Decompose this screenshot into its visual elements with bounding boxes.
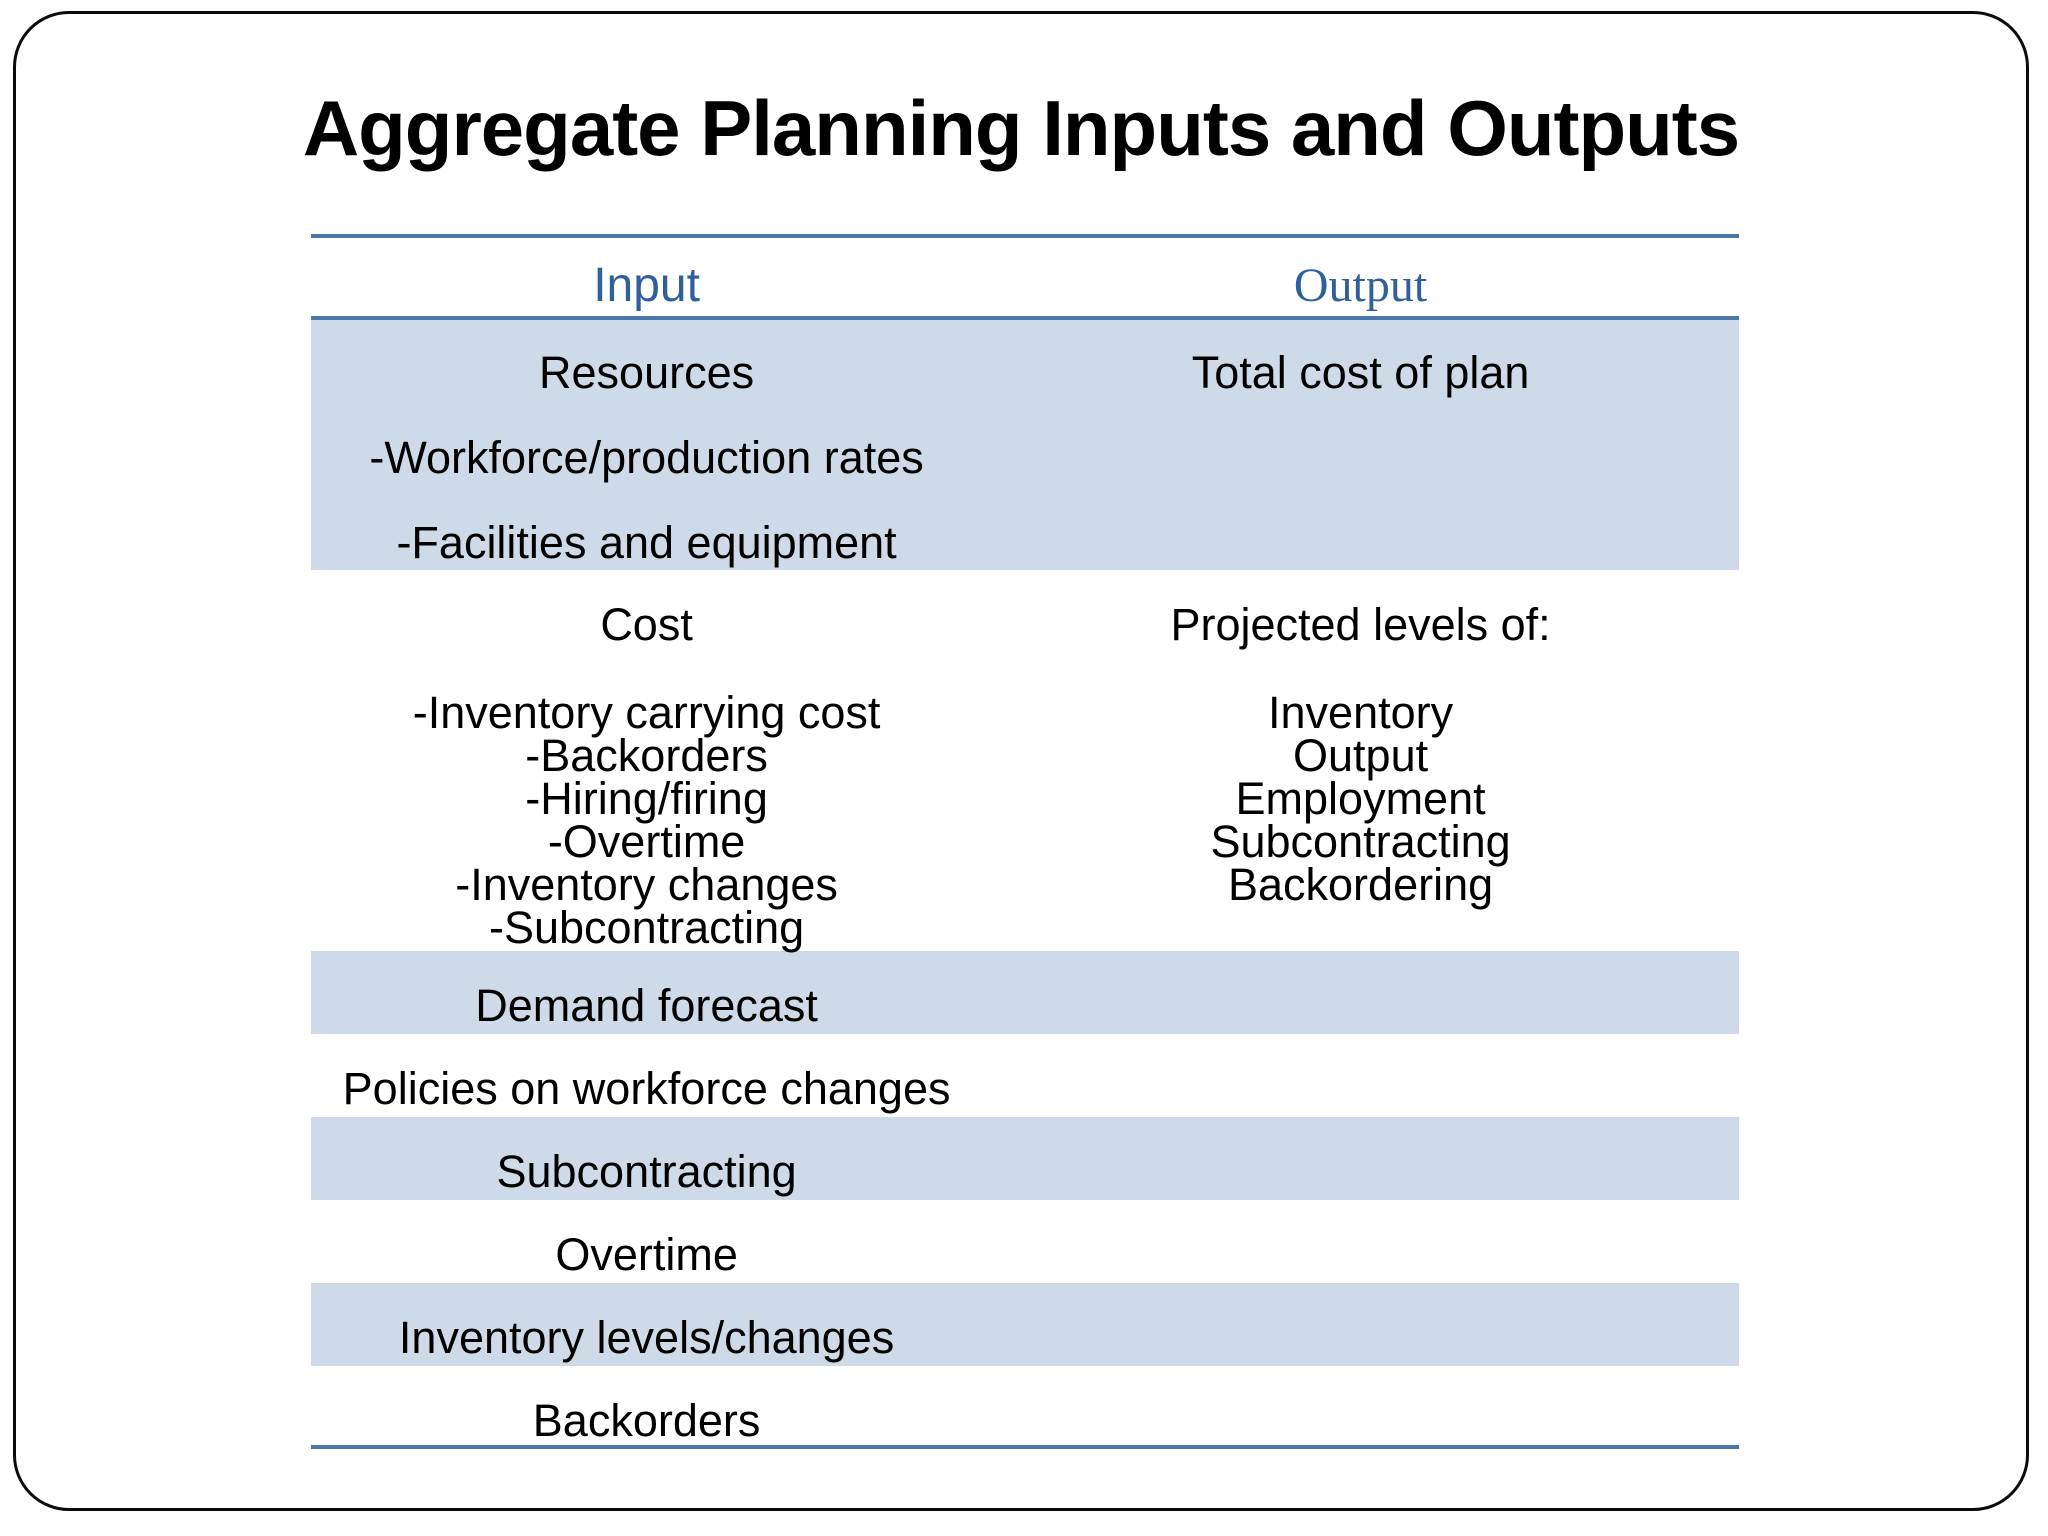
input-cell-backorders: Backorders [311, 1366, 982, 1445]
output-cell-empty [982, 951, 1739, 1034]
backorders-label: Backorders [532, 1395, 761, 1446]
output-cell-empty [982, 1366, 1739, 1445]
output-cell-projected-levels: Projected levels of: Inventory Output Em… [982, 570, 1739, 951]
input-cell-cost: Cost -Inventory carrying cost -Backorder… [311, 570, 982, 951]
projected-levels-items: Inventory Output Employment Subcontracti… [982, 687, 1739, 910]
table-row-subcontracting: Subcontracting [311, 1117, 1739, 1200]
output-cell-empty [982, 1283, 1739, 1366]
overtime-label: Overtime [555, 1229, 738, 1280]
resources-item-workforce: -Workforce/production rates [369, 432, 924, 483]
slide-title: Aggregate Planning Inputs and Outputs [302, 84, 1740, 172]
input-cell-inventory-levels: Inventory levels/changes [311, 1283, 982, 1366]
cost-heading: Cost [600, 599, 693, 650]
policies-label: Policies on workforce changes [342, 1063, 951, 1114]
table-row-policies: Policies on workforce changes [311, 1034, 1739, 1117]
input-cell-demand-forecast: Demand forecast [311, 951, 982, 1034]
cost-item-overtime: -Overtime [547, 816, 746, 867]
cost-items: -Inventory carrying cost -Backorders -Hi… [311, 687, 982, 953]
column-header-input: Input [593, 259, 700, 312]
demand-forecast-label: Demand forecast [475, 980, 818, 1031]
projected-item-backordering: Backordering [1227, 859, 1494, 910]
projected-item-employment: Employment [1235, 773, 1486, 824]
cost-item-inventory-carrying: -Inventory carrying cost [412, 687, 881, 738]
cost-item-inventory-changes: -Inventory changes [455, 859, 838, 910]
cost-item-hiring-firing: -Hiring/firing [525, 773, 768, 824]
table-row-cost: Cost -Inventory carrying cost -Backorder… [311, 570, 1739, 951]
cost-item-backorders: -Backorders [525, 730, 768, 781]
inputs-outputs-table: Input Output Resources -Workforce/produc… [311, 234, 1739, 1449]
output-cell-empty [982, 1200, 1739, 1283]
table-row-overtime: Overtime [311, 1200, 1739, 1283]
resources-heading: Resources [539, 347, 755, 398]
cost-item-subcontracting: -Subcontracting [488, 902, 805, 953]
output-cell-empty [982, 1034, 1739, 1117]
projected-item-subcontracting: Subcontracting [1210, 816, 1511, 867]
input-cell-policies: Policies on workforce changes [311, 1034, 982, 1117]
table-row-demand-forecast: Demand forecast [311, 951, 1739, 1034]
total-cost-of-plan: Total cost of plan [1191, 347, 1530, 398]
input-cell-overtime: Overtime [311, 1200, 982, 1283]
projected-item-inventory: Inventory [1268, 687, 1454, 738]
projected-levels-heading: Projected levels of: [1170, 599, 1551, 650]
table-row-backorders: Backorders [311, 1366, 1739, 1449]
output-cell-empty [982, 1117, 1739, 1200]
input-cell-subcontracting: Subcontracting [311, 1117, 982, 1200]
slide-border: Aggregate Planning Inputs and Outputs In… [13, 11, 2029, 1511]
column-header-output: Output [1293, 259, 1428, 312]
input-cell-resources: Resources -Workforce/production rates -F… [311, 320, 982, 570]
output-cell-total-cost: Total cost of plan [982, 320, 1739, 570]
table-row-inventory-levels: Inventory levels/changes [311, 1283, 1739, 1366]
table-header-row: Input Output [311, 238, 1739, 320]
inventory-levels-label: Inventory levels/changes [398, 1312, 895, 1363]
projected-item-output: Output [1293, 730, 1429, 781]
subcontracting-label: Subcontracting [496, 1146, 797, 1197]
resources-item-facilities: -Facilities and equipment [396, 517, 897, 568]
table-row-resources: Resources -Workforce/production rates -F… [311, 320, 1739, 570]
